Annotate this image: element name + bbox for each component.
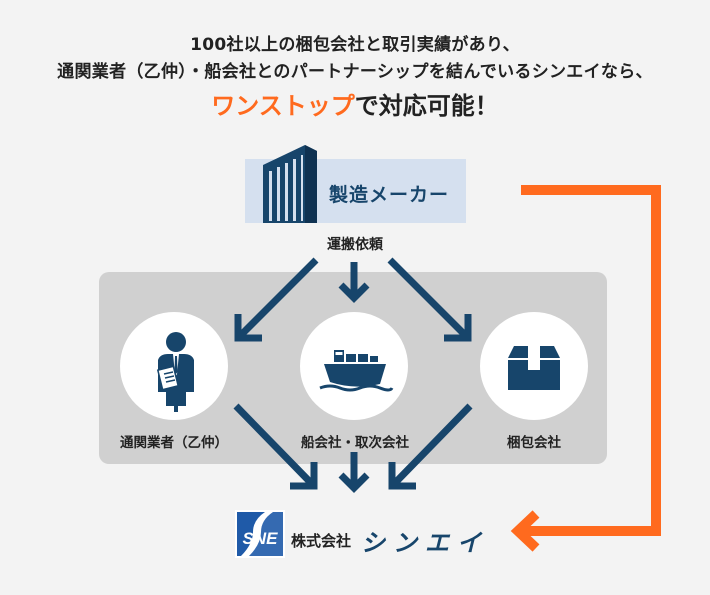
transport-request-label: 運搬依頼 xyxy=(327,237,383,253)
headline-line-3: ワンストップで対応可能！ xyxy=(0,88,710,124)
company-type-label: 株式会社 xyxy=(291,532,352,550)
arrow-shipping-to-company-head xyxy=(338,472,370,493)
cargo-ship-icon xyxy=(319,350,394,392)
headline: 100社以上の梱包会社と取引実績があり、 通関業者（乙仲）・船会社とのパートナー… xyxy=(0,32,710,124)
company-brand-name: シンエイ xyxy=(361,529,489,557)
building-icon xyxy=(263,145,317,223)
shipping-company-label: 船会社・取次会社 xyxy=(301,435,409,451)
arrow-to-customs-broker-head xyxy=(234,314,262,342)
arrow-customs-to-company-head xyxy=(290,462,318,490)
arrow-to-customs-broker xyxy=(237,257,319,339)
customs-broker-label: 通関業者（乙仲） xyxy=(120,435,228,451)
company-shinei: SNE 株式会社 シンエイ xyxy=(235,510,505,558)
direct-route-arrow xyxy=(521,185,661,536)
headline-rest: で対応可能！ xyxy=(354,92,499,120)
customs-broker-node xyxy=(120,312,228,420)
company-logo-icon: SNE xyxy=(235,510,285,558)
shipping-company-node xyxy=(300,312,408,420)
packing-company-label: 梱包会社 xyxy=(507,435,561,451)
direct-route-arrow-head xyxy=(510,510,540,552)
manufacturer-box: 製造メーカー xyxy=(245,145,466,223)
arrow-to-packing-company xyxy=(387,257,469,339)
packing-company-node xyxy=(480,312,588,420)
arrow-to-shipping-company-head xyxy=(338,282,370,303)
arrow-packing-to-company-head xyxy=(388,462,416,490)
arrow-to-packing-company-head xyxy=(444,314,472,342)
company-logo-text: SNE xyxy=(243,529,279,548)
manufacturer-label: 製造メーカー xyxy=(329,184,450,206)
headline-line-2: 通関業者（乙仲）・船会社とのパートナーシップを結んでいるシンエイなら、 xyxy=(57,62,653,82)
arrow-customs-to-company xyxy=(233,403,315,487)
headline-line-1: 100社以上の梱包会社と取引実績があり、 xyxy=(190,35,520,55)
package-box-icon xyxy=(508,346,560,390)
arrow-packing-to-company xyxy=(391,403,473,487)
headline-accent: ワンストップ xyxy=(211,92,355,120)
customs-broker-person-icon xyxy=(156,332,194,412)
